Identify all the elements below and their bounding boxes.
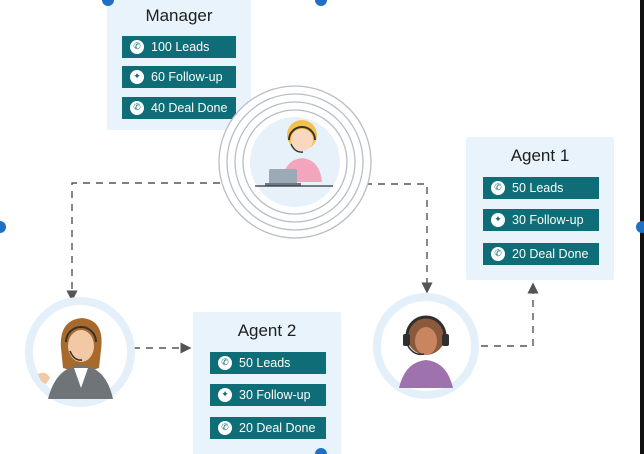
stat-label: 20 Deal Done xyxy=(239,421,316,435)
agent2-stat-deal-done: ✆ 20 Deal Done xyxy=(210,417,326,439)
resize-handle-top-right[interactable] xyxy=(315,0,327,6)
connector-right-avatar-to-agent1 xyxy=(481,282,539,347)
resize-handle-top-left[interactable] xyxy=(102,0,114,6)
phone-icon: ✆ xyxy=(130,40,144,54)
manager-stat-follow-up: ✦ 60 Follow-up xyxy=(122,66,236,88)
agent1-card: Agent 1 ✆ 50 Leads ✦ 30 Follow-up ✆ 20 Deal… xyxy=(466,137,614,280)
agent2-stat-follow-up: ✦ 30 Follow-up xyxy=(210,384,326,406)
manager-card: Manager ✆ 100 Leads ✦ 60 Follow-up ✆ 40 Dea… xyxy=(107,0,251,130)
manager-avatar xyxy=(218,85,372,239)
resize-handle-left[interactable] xyxy=(0,221,6,233)
stat-label: 30 Follow-up xyxy=(512,213,584,227)
phone-icon: ✆ xyxy=(491,181,505,195)
manager-stat-leads: ✆ 100 Leads xyxy=(122,36,236,58)
phone-icon: ✆ xyxy=(491,247,505,261)
handshake-icon: ✦ xyxy=(218,388,232,402)
stat-label: 60 Follow-up xyxy=(151,70,223,84)
agent1-title: Agent 1 xyxy=(510,146,570,165)
agent2-title: Agent 2 xyxy=(237,321,297,340)
handshake-icon: ✦ xyxy=(491,213,505,227)
manager-stat-deal-done: ✆ 40 Deal Done xyxy=(122,97,236,119)
agent1-avatar xyxy=(373,293,479,399)
stat-label: 50 Leads xyxy=(239,356,291,370)
connector-manager-to-agent1 xyxy=(365,183,433,294)
resize-handle-bottom[interactable] xyxy=(315,448,327,454)
phone-icon: ✆ xyxy=(218,421,232,435)
agent2-stat-leads: ✆ 50 Leads xyxy=(210,352,326,374)
agent2-card: Agent 2 ✆ 50 Leads ✦ 30 Follow-up ✆ 20 Deal… xyxy=(193,312,341,454)
stat-label: 40 Deal Done xyxy=(151,101,228,115)
stat-label: 20 Deal Done xyxy=(512,247,589,261)
resize-handle-right[interactable] xyxy=(636,221,644,233)
phone-icon: ✆ xyxy=(218,356,232,370)
agent2-avatar xyxy=(25,297,135,407)
phone-icon: ✆ xyxy=(130,101,144,115)
handshake-icon: ✦ xyxy=(130,70,144,84)
manager-title: Manager xyxy=(145,6,213,25)
stat-label: 30 Follow-up xyxy=(239,388,311,402)
connector-manager-to-agent2 xyxy=(66,182,220,302)
agent1-stat-deal-done: ✆ 20 Deal Done xyxy=(483,243,599,265)
agent1-stat-follow-up: ✦ 30 Follow-up xyxy=(483,209,599,231)
stat-label: 50 Leads xyxy=(512,181,564,195)
stat-label: 100 Leads xyxy=(151,40,210,54)
agent1-stat-leads: ✆ 50 Leads xyxy=(483,177,599,199)
